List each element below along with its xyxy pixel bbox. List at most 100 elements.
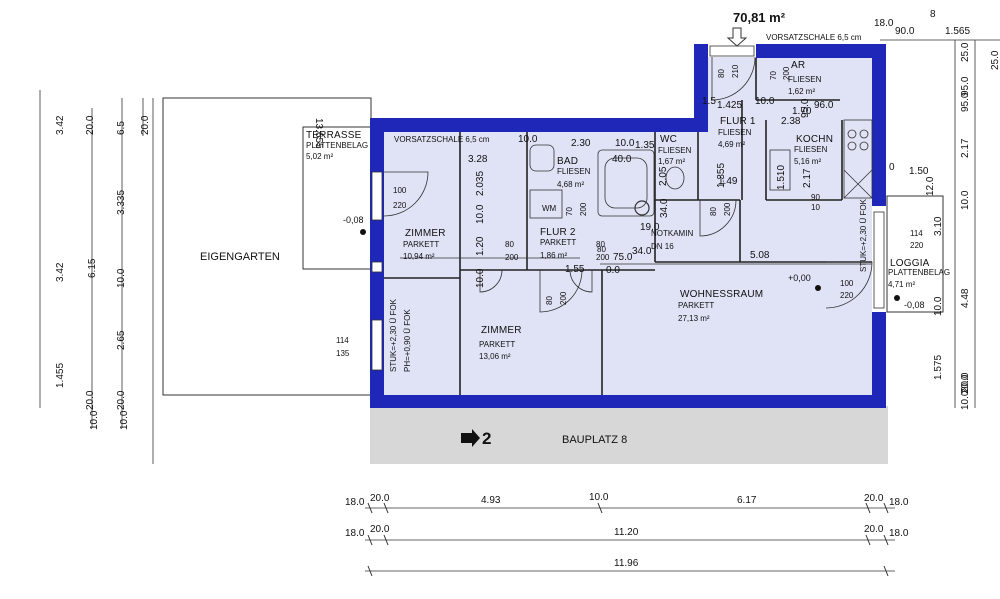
svg-text:80: 80	[597, 245, 606, 254]
svg-text:19.0: 19.0	[640, 222, 660, 233]
room-floor: PLATTENBELAG	[888, 268, 950, 277]
svg-text:12.0: 12.0	[925, 176, 936, 196]
svg-text:20.0: 20.0	[864, 524, 884, 535]
svg-text:1.50: 1.50	[909, 166, 929, 177]
apartment-interior	[383, 57, 872, 395]
svg-text:18.0: 18.0	[874, 18, 894, 29]
svg-text:1.55: 1.55	[565, 264, 585, 275]
svg-text:20.0: 20.0	[116, 390, 127, 410]
svg-text:1.510: 1.510	[776, 165, 787, 190]
svg-text:220: 220	[393, 201, 407, 210]
dimension-lines	[39, 39, 1000, 572]
room-floor: FLIESEN	[794, 145, 828, 154]
svg-text:90.0: 90.0	[895, 26, 915, 37]
svg-text:200: 200	[559, 291, 568, 305]
svg-text:34.0: 34.0	[632, 246, 652, 257]
room-name: ZIMMER	[481, 325, 522, 336]
svg-text:1.49: 1.49	[718, 176, 738, 187]
svg-text:18.0: 18.0	[889, 497, 909, 508]
level-zimmer: -0,08	[343, 215, 364, 225]
room-floor: PARKETT	[678, 301, 714, 310]
dims-bottom-total: 11.96	[614, 558, 639, 569]
svg-text:80: 80	[505, 240, 514, 249]
room-area: 4,71 m²	[888, 280, 915, 289]
svg-text:96.0: 96.0	[814, 100, 834, 111]
washing-machine-label: WM	[542, 204, 557, 213]
svg-text:220: 220	[910, 241, 924, 250]
level-wohnen: +0,00	[788, 273, 811, 283]
svg-text:10.0: 10.0	[518, 134, 538, 145]
svg-text:20.0: 20.0	[140, 115, 151, 135]
svg-text:10.0: 10.0	[119, 410, 130, 430]
svg-text:20.0: 20.0	[960, 374, 971, 394]
svg-text:90: 90	[811, 193, 820, 202]
svg-text:20.0: 20.0	[960, 372, 971, 392]
dims-bottom-row-2: 18.0 20.0 11.20 20.0 18.0	[345, 524, 909, 539]
building-plot-strip	[370, 406, 888, 464]
svg-text:1.20: 1.20	[475, 236, 486, 256]
dims-left-col-1: 3.42 3.42 1.455 20.0 10.0	[55, 115, 100, 430]
svg-text:80: 80	[596, 240, 605, 249]
svg-text:0.0: 0.0	[606, 265, 620, 276]
dimension-ticks	[367, 502, 889, 577]
room-area: 4,68 m²	[557, 180, 584, 189]
kitchen-counter	[769, 119, 873, 199]
svg-text:80: 80	[545, 296, 554, 305]
svg-text:210: 210	[731, 64, 740, 78]
svg-text:2.05: 2.05	[658, 166, 669, 186]
level-loggia: -0,08	[904, 300, 925, 310]
svg-text:10.0: 10.0	[960, 190, 971, 210]
svg-text:8: 8	[930, 9, 936, 20]
svg-text:10.0: 10.0	[589, 492, 609, 503]
svg-text:0: 0	[889, 162, 895, 173]
room-area: 1,62 m²	[788, 87, 815, 96]
svg-text:114: 114	[336, 336, 349, 345]
svg-text:10.0: 10.0	[475, 204, 486, 224]
svg-text:200: 200	[596, 253, 610, 262]
unit-arrow-icon	[461, 429, 480, 447]
svg-text:1.565: 1.565	[945, 26, 970, 37]
svg-text:18.0: 18.0	[345, 528, 365, 539]
svg-text:2.30: 2.30	[571, 138, 591, 149]
dims-left-col-3: 6.5 20.0	[116, 115, 151, 135]
svg-text:18.0: 18.0	[345, 497, 365, 508]
stuck-note-right: STUK=+2,30 Ü FOK	[859, 198, 868, 272]
dims-bottom-row-1: 18.0 20.0 4.93 10.0 6.17 20.0 18.0	[345, 492, 909, 508]
room-name: FLUR 2	[540, 227, 576, 238]
room-floor: PARKETT	[540, 238, 576, 247]
room-name: KOCHN	[796, 134, 833, 145]
svg-text:3.28: 3.28	[468, 154, 488, 165]
svg-text:2.035: 2.035	[475, 171, 486, 196]
svg-text:95.0: 95.0	[960, 92, 971, 112]
room-floor: FLIESEN	[557, 167, 591, 176]
svg-text:6.15: 6.15	[87, 258, 98, 278]
svg-text:25.0: 25.0	[990, 50, 1000, 70]
loggia-area	[886, 195, 944, 313]
svg-text:200: 200	[579, 202, 588, 216]
room-name: BAD	[557, 156, 578, 167]
svg-text:2.17: 2.17	[802, 168, 813, 188]
room-area: 1,86 m²	[540, 251, 567, 260]
room-name: WOHNESSRAUM	[680, 289, 763, 300]
dims-left-col-2: 20.0 3.335 6.15 10.0 2.65 20.0 10.0	[85, 115, 130, 430]
svg-text:80: 80	[717, 69, 726, 78]
svg-text:1.70: 1.70	[792, 106, 812, 117]
entry-arrow-icon	[726, 27, 748, 47]
plot-label: BAUPLATZ 8	[562, 434, 627, 446]
svg-text:75.0: 75.0	[613, 252, 633, 263]
room-name: FLUR 1	[720, 116, 756, 127]
svg-text:20.0: 20.0	[85, 390, 96, 410]
door-swings	[383, 56, 873, 313]
svg-text:4.48: 4.48	[960, 288, 971, 308]
room-loggia: LOGGIA PLATTENBELAG 4,71 m²	[888, 258, 950, 289]
svg-text:10.0: 10.0	[933, 296, 944, 316]
svg-text:220: 220	[840, 291, 854, 300]
svg-text:2.38: 2.38	[781, 116, 801, 127]
room-terrasse: TERRASSE PLATTENBELAG 5,02 m²	[306, 130, 368, 161]
bathroom-fixtures	[529, 144, 685, 219]
svg-text:20.0: 20.0	[85, 115, 96, 135]
room-area: 27,13 m²	[678, 314, 710, 323]
room-area: 13,06 m²	[479, 352, 511, 361]
svg-text:20.0: 20.0	[864, 493, 884, 504]
room-name: ZIMMER	[405, 228, 446, 239]
